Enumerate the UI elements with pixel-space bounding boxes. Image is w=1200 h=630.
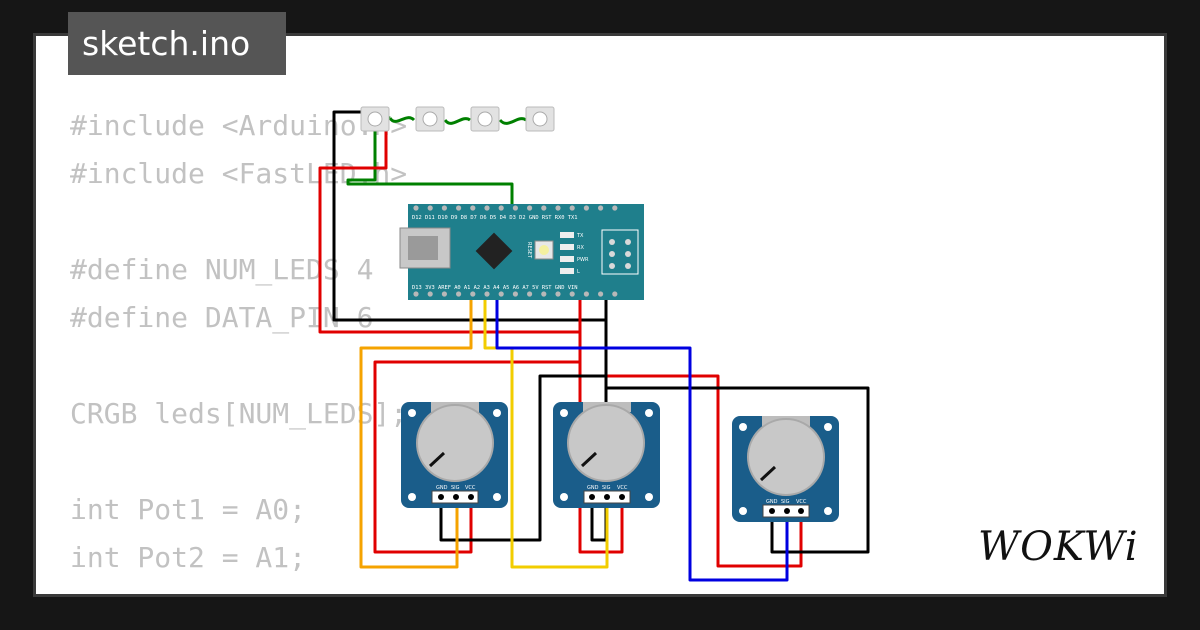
- pot-knob[interactable]: [416, 404, 494, 482]
- microcontroller-chip: [475, 232, 513, 270]
- code-line: int Pot1 = A0;: [70, 493, 307, 526]
- file-tab[interactable]: sketch.ino: [68, 12, 286, 75]
- code-line: int Pot2 = A1;: [70, 541, 307, 574]
- header-pin[interactable]: [427, 291, 433, 297]
- header-pin[interactable]: [598, 205, 604, 211]
- header-pin[interactable]: [569, 291, 575, 297]
- board-led: [560, 244, 574, 250]
- led-label-tx: TX: [576, 233, 584, 239]
- pot-pin-vcc: VCC: [617, 485, 628, 491]
- header-pin[interactable]: [512, 205, 519, 211]
- header-pin[interactable]: [456, 205, 462, 211]
- header-pin[interactable]: [612, 205, 618, 211]
- rgb-led[interactable]: [525, 106, 555, 132]
- wire-red-led-vcc[interactable]: [318, 128, 582, 334]
- header-pin[interactable]: [555, 205, 561, 211]
- header-pin[interactable]: [598, 291, 604, 297]
- top-pin-row: [413, 205, 618, 211]
- rgb-led[interactable]: [360, 106, 390, 132]
- header-pin[interactable]: [470, 205, 476, 211]
- header-pin[interactable]: [512, 291, 519, 297]
- header-pin[interactable]: [498, 205, 504, 211]
- header-pin[interactable]: [612, 291, 618, 297]
- header-pin[interactable]: [484, 205, 490, 211]
- wire-black-pot2-gnd-b[interactable]: [604, 376, 870, 554]
- top-pin-labels: D12 D11 D10 D9 D8 D7 D6 D5 D4 D3 D2 GND …: [412, 215, 578, 221]
- arduino-nano-board[interactable]: D12 D11 D10 D9 D8 D7 D6 D5 D4 D3 D2 GND …: [399, 204, 644, 300]
- code-line: int PotVal1 = 0;: [70, 582, 407, 594]
- header-pin[interactable]: [583, 291, 590, 297]
- board-led: [560, 268, 574, 274]
- wire-yellow-a1[interactable]: [483, 290, 609, 569]
- board-led: [560, 256, 574, 262]
- wire-black-led-gnd[interactable]: [332, 110, 608, 322]
- led-label-l: L: [577, 269, 580, 275]
- bottom-pin-labels: D13 3V3 AREF A0 A1 A2 A3 A4 A5 A6 A7 5V …: [412, 285, 578, 291]
- header-pin[interactable]: [413, 205, 419, 211]
- header-pin[interactable]: [413, 291, 419, 297]
- reset-label: RESET: [526, 242, 532, 259]
- wire-green-data[interactable]: [346, 116, 527, 208]
- header-pin[interactable]: [555, 291, 561, 297]
- pot-pin-vcc: VCC: [796, 499, 807, 505]
- header-pin[interactable]: [541, 205, 547, 211]
- pot-pin-sig: SIG: [451, 485, 460, 491]
- header-pin[interactable]: [441, 205, 447, 211]
- header-pin[interactable]: [484, 291, 490, 297]
- rgb-led[interactable]: [415, 106, 445, 132]
- board-led: [560, 232, 574, 238]
- pot-pin-vcc: VCC: [465, 485, 476, 491]
- pot-pin-sig: SIG: [602, 485, 611, 491]
- header-pin[interactable]: [583, 205, 590, 211]
- potentiometer-2[interactable]: GND SIG VCC: [553, 402, 660, 508]
- rgb-led[interactable]: [470, 106, 500, 132]
- led-label-rx: RX: [577, 245, 584, 251]
- potentiometer-1[interactable]: GND SIG VCC: [401, 402, 508, 508]
- led-strip[interactable]: [360, 106, 555, 132]
- pot-knob[interactable]: [747, 418, 825, 496]
- wire-orange-a0[interactable]: [359, 290, 473, 569]
- header-pin[interactable]: [441, 291, 447, 297]
- header-pin[interactable]: [427, 205, 433, 211]
- pot-pin-gnd: GND: [436, 485, 448, 491]
- header-pin[interactable]: [527, 291, 533, 297]
- potentiometer-3[interactable]: GND SIG VCC: [732, 416, 839, 522]
- wire-red-pot1-vcc[interactable]: [373, 332, 582, 554]
- pot-knob[interactable]: [567, 404, 645, 482]
- wokwi-logo: WOKWi: [978, 524, 1139, 570]
- bottom-pin-row: [413, 291, 618, 297]
- code-line: CRGB leds[NUM_LEDS];: [70, 397, 408, 430]
- code-line: #define DATA_PIN 6: [70, 301, 374, 334]
- pot-pin-gnd: GND: [587, 485, 599, 491]
- code-line: #define NUM_LEDS 4: [70, 253, 374, 286]
- led-label-pwr: PWR: [577, 257, 589, 263]
- header-pin[interactable]: [498, 291, 504, 297]
- header-pin[interactable]: [541, 291, 547, 297]
- pot-pin-gnd: GND: [766, 499, 778, 505]
- pot-pin-sig: SIG: [781, 499, 790, 505]
- header-pin[interactable]: [456, 291, 462, 297]
- wire-blue-a2[interactable]: [495, 290, 789, 582]
- code-preview: #include <Arduino.h>#include <FastLED.h>…: [70, 102, 408, 594]
- header-pin[interactable]: [470, 291, 476, 297]
- wire-black-pot2-gnd[interactable]: [439, 320, 608, 542]
- wires: [318, 110, 870, 582]
- header-pin[interactable]: [569, 205, 575, 211]
- header-pin[interactable]: [527, 205, 533, 211]
- wire-red-pot3-vcc[interactable]: [578, 362, 803, 568]
